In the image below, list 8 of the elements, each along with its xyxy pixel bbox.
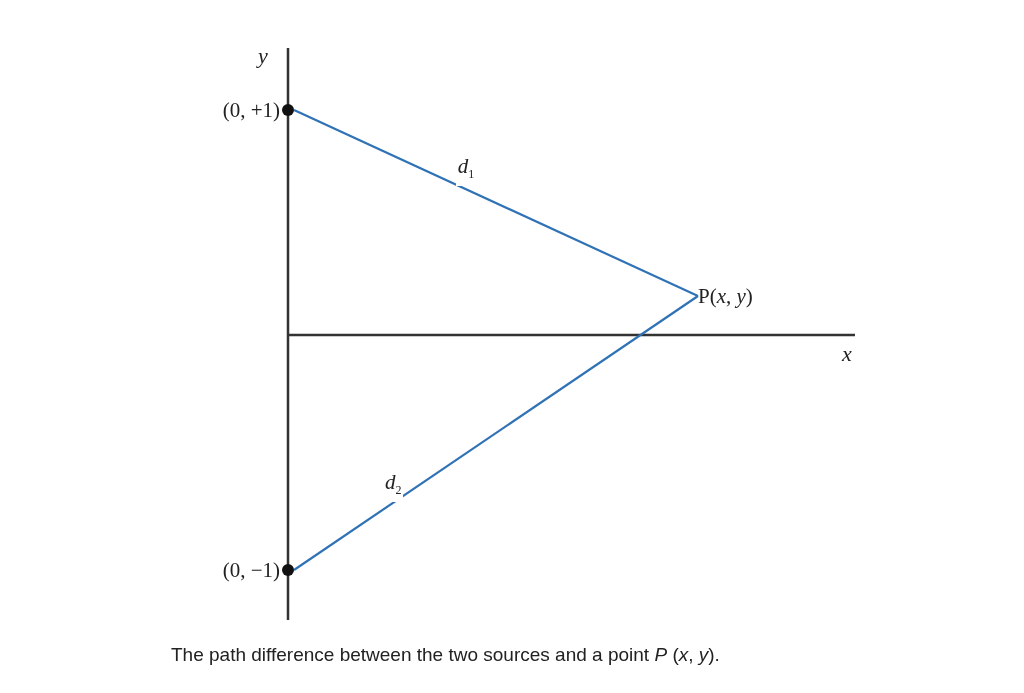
coordinate-label: (0, −1) bbox=[222, 558, 280, 582]
axis-label: y bbox=[258, 44, 268, 68]
path-line bbox=[293, 295, 699, 571]
path-line bbox=[293, 109, 699, 297]
caption: The path difference between the two sources and a point P (x, y). bbox=[171, 644, 720, 666]
axis-label: x bbox=[842, 342, 852, 366]
coordinate-label: (0, +1) bbox=[222, 98, 280, 122]
point-label: P(x, y) bbox=[698, 284, 753, 308]
